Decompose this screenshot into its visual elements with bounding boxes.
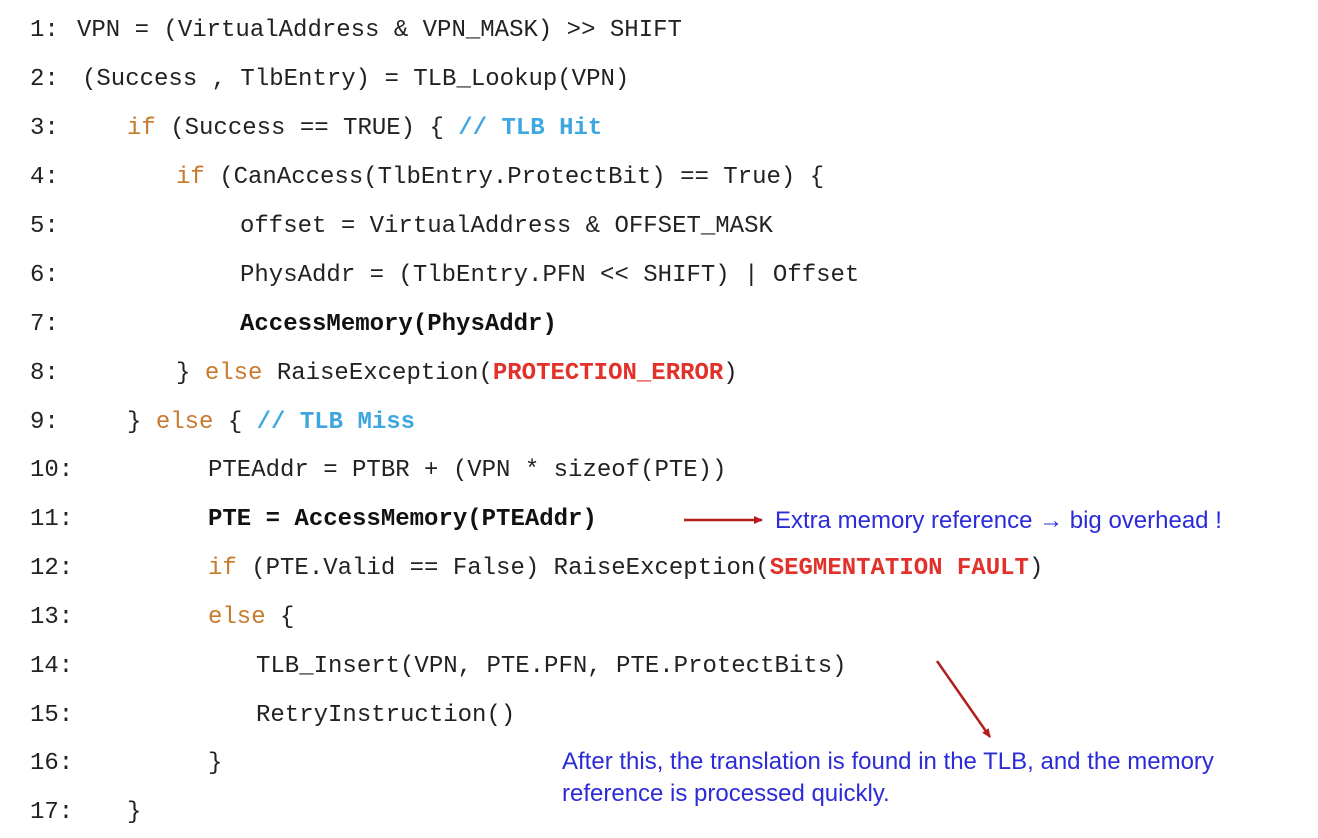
code-text: else { [208,600,294,636]
code-segment: offset = VirtualAddress & OFFSET_MASK [240,213,773,240]
code-segment: { [265,604,295,631]
code-segment: PTEAddr = PTBR + (VPN * sizeof(PTE)) [208,457,727,484]
after-note-line-2: reference is processed quickly. [562,780,890,807]
code-keyword: if [176,164,205,191]
code-segment: } [176,360,205,387]
code-emphasis: PTE = AccessMemory(PTEAddr) [208,506,597,533]
code-keyword: else [155,409,214,436]
line-number: 14: [30,653,74,680]
line-number: 10: [30,457,74,484]
code-keyword: if [127,115,156,142]
code-text: } else RaiseException(PROTECTION_ERROR) [176,356,738,392]
line-number: 13: [30,604,74,631]
code-segment: ) [723,360,738,387]
code-segment: { [213,409,257,436]
after-note-line-1: After this, the translation is found in … [562,748,1214,775]
code-keyword: else [208,604,266,631]
overhead-note: Extra memory reference → big overhead ! [775,507,1222,534]
code-text: } [208,746,222,782]
code-keyword: else [204,360,263,387]
code-text: PTEAddr = PTBR + (VPN * sizeof(PTE)) [208,453,726,489]
code-text: offset = VirtualAddress & OFFSET_MASK [240,209,773,245]
code-text: PTE = AccessMemory(PTEAddr) [208,502,597,538]
line-number: 7: [30,311,59,338]
code-text: VPN = (VirtualAddress & VPN_MASK) >> SHI… [77,13,682,49]
line-number: 12: [30,555,74,582]
code-segment: PhysAddr = (TlbEntry.PFN << SHIFT) | Off… [240,262,860,289]
code-emphasis: AccessMemory(PhysAddr) [240,311,557,338]
line-number: 4: [30,164,59,191]
line-number: 5: [30,213,59,240]
code-comment: // TLB Hit [458,115,603,142]
code-segment: (Success == TRUE) { [155,115,459,142]
code-text: TLB_Insert(VPN, PTE.PFN, PTE.ProtectBits… [256,649,847,685]
code-text: if (CanAccess(TlbEntry.ProtectBit) == Tr… [176,160,824,196]
code-text: RetryInstruction() [256,698,515,734]
code-text: AccessMemory(PhysAddr) [240,307,557,343]
error-constant: PROTECTION_ERROR [492,360,724,387]
retry-arrow [935,660,992,738]
code-segment: ) [1028,555,1044,582]
code-segment: (PTE.Valid == False) RaiseException( [236,555,770,582]
line-number: 17: [30,799,74,826]
line-number: 1: [30,17,59,44]
code-text: PhysAddr = (TlbEntry.PFN << SHIFT) | Off… [240,258,859,294]
code-segment: RetryInstruction() [256,702,516,729]
line-number: 8: [30,360,59,387]
code-segment: } [127,409,156,436]
line-number: 6: [30,262,59,289]
code-segment: (Success , TlbEntry) = TLB_Lookup(VPN) [82,66,630,93]
code-text: (Success , TlbEntry) = TLB_Lookup(VPN) [82,62,629,98]
code-segment: VPN = (VirtualAddress & VPN_MASK) >> SHI… [77,17,682,44]
code-segment: } [127,799,142,826]
line-number: 11: [30,506,74,533]
code-text: } [127,795,141,831]
code-segment: (CanAccess(TlbEntry.ProtectBit) == True)… [204,164,825,191]
code-comment: // TLB Miss [256,409,416,436]
error-constant: SEGMENTATION FAULT [769,555,1029,582]
code-keyword: if [208,555,237,582]
code-segment: TLB_Insert(VPN, PTE.PFN, PTE.ProtectBits… [256,653,847,680]
line-number: 3: [30,115,59,142]
line-number: 2: [30,66,59,93]
line-number: 9: [30,409,59,436]
code-text: if (PTE.Valid == False) RaiseException(S… [208,551,1043,587]
code-text: if (Success == TRUE) { // TLB Hit [127,111,602,147]
code-text: } else { // TLB Miss [127,405,415,441]
code-segment: RaiseException( [262,360,493,387]
line-number: 16: [30,750,74,777]
line-number: 15: [30,702,74,729]
code-segment: } [208,750,223,777]
